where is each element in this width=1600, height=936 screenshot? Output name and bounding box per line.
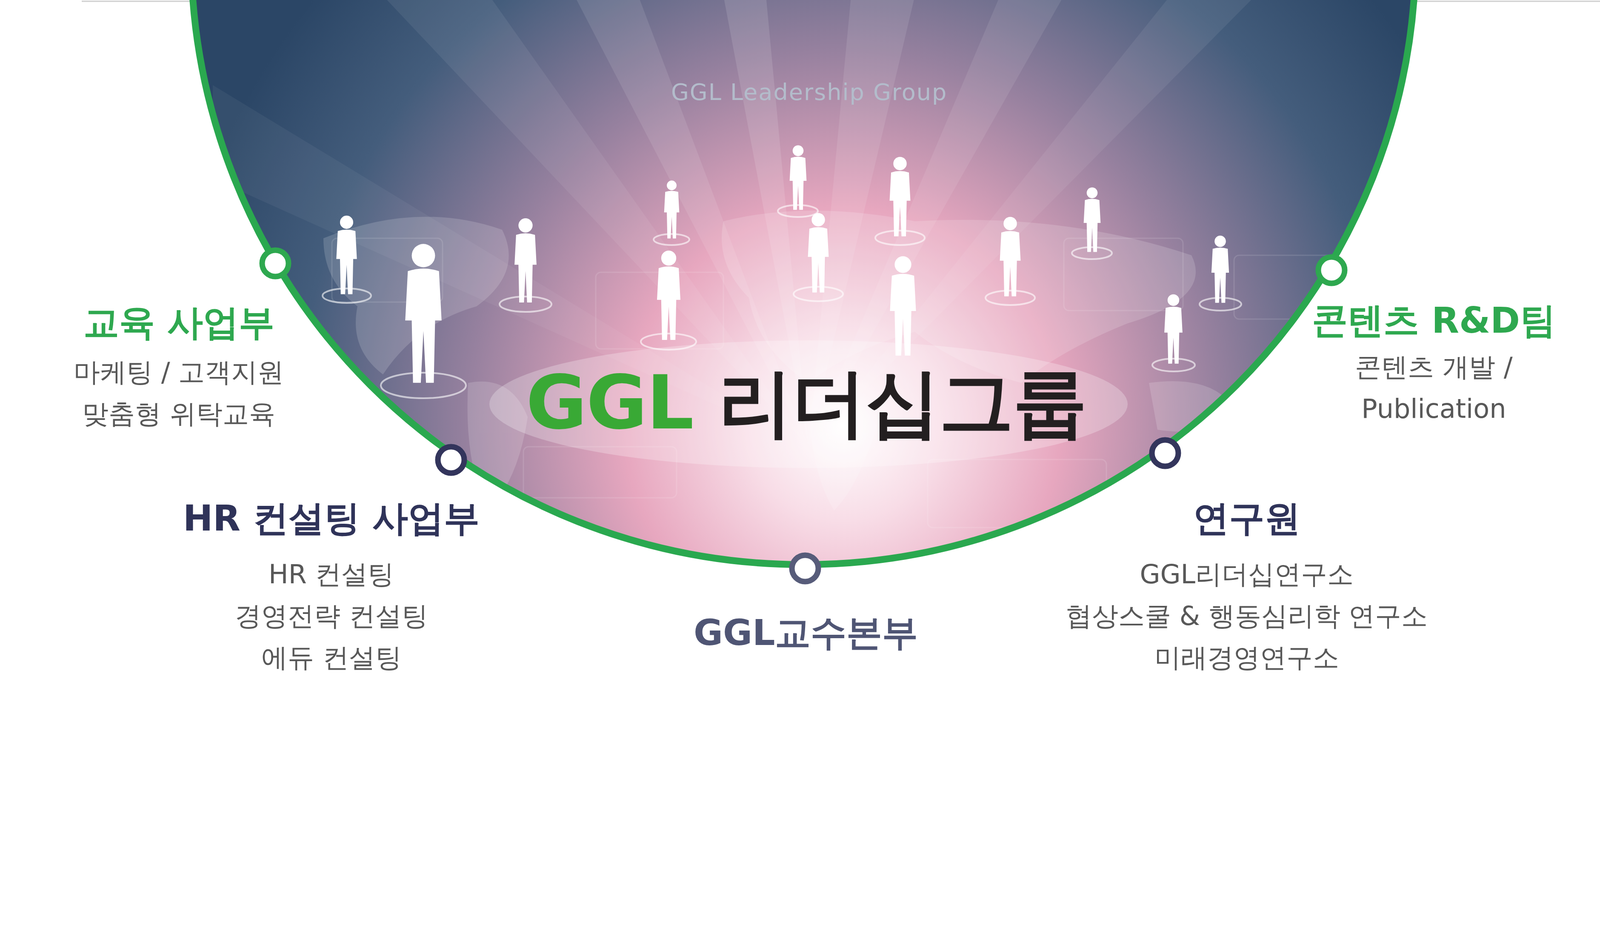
- department-item: 콘텐츠 개발 /: [1311, 346, 1556, 389]
- department-heading: 교육 사업부: [73, 301, 284, 344]
- department-heading: 콘텐츠 R&D팀: [1311, 299, 1556, 342]
- marker-ring: [1151, 440, 1179, 467]
- department-heading: HR 컨설팅 사업부: [182, 497, 480, 540]
- top-rule: [81, 0, 194, 3]
- marker-ring: [437, 446, 465, 474]
- title: GGL 리더십그룹: [525, 360, 1087, 446]
- department-node: HR 컨설팅 사업부 HR 컨설팅경영전략 컨설팅에듀 컨설팅: [182, 497, 480, 679]
- title-text: GGL 리더십그룹: [525, 359, 1087, 446]
- marker-ring: [791, 555, 819, 582]
- department-item: 경영전략 컨설팅: [182, 595, 480, 638]
- watermark-label: GGL Leadership Group: [671, 78, 948, 106]
- department-item: 협상스쿨 & 행동심리학 연구소: [1065, 595, 1428, 638]
- marker-ring: [262, 250, 289, 277]
- department-node: GGL교수본부: [693, 611, 918, 655]
- outer-arc: [191, 0, 1416, 565]
- department-item: Publication: [1311, 388, 1556, 430]
- department-node: 콘텐츠 R&D팀콘텐츠 개발 /Publication: [1311, 299, 1556, 430]
- marker-ring: [1318, 257, 1345, 284]
- department-node: 교육 사업부마케팅 / 고객지원맞춤형 위탁교육: [73, 301, 284, 435]
- department-node: 연구원 GGL리더십연구소협상스쿨 & 행동심리학 연구소미래경영연구소: [1065, 497, 1428, 679]
- top-rule: [1412, 0, 1600, 3]
- department-item: HR 컨설팅: [182, 553, 480, 596]
- department-item: 에듀 컨설팅: [182, 637, 480, 679]
- department-heading: GGL교수본부: [693, 611, 918, 655]
- department-item: 미래경영연구소: [1065, 637, 1428, 679]
- department-item: 마케팅 / 고객지원: [73, 351, 284, 394]
- department-item: GGL리더십연구소: [1065, 553, 1428, 596]
- photo: [0, 0, 1600, 596]
- department-item: 맞춤형 위탁교육: [73, 393, 284, 435]
- department-heading: 연구원: [1065, 497, 1428, 540]
